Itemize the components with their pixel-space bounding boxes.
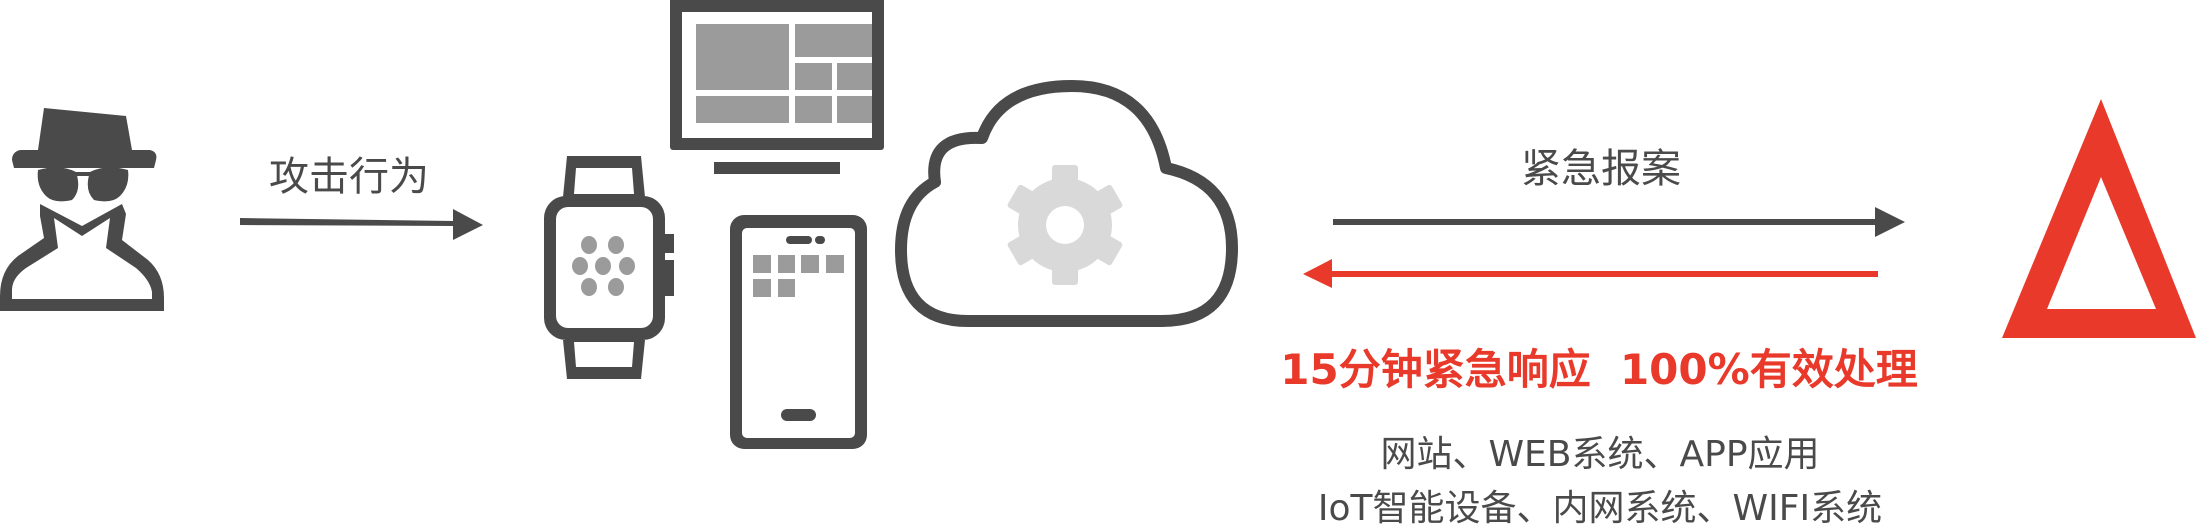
scope-line-2: IoT智能设备、内网系统、WIFI系统 [1318, 488, 1882, 528]
gear-icon [1007, 165, 1123, 285]
watch-app-dots [572, 236, 635, 296]
attack-arrow [240, 209, 483, 240]
hacker-icon [0, 108, 164, 311]
smartphone-icon [730, 215, 867, 449]
smartwatch-icon [544, 156, 674, 379]
scope-line-1: 网站、WEB系统、APP应用 [1380, 434, 1819, 475]
attack-label: 攻击行为 [269, 154, 429, 200]
phone-home-button [781, 409, 816, 421]
monitor-stand [714, 162, 840, 174]
monitor-icon [670, 0, 884, 174]
response-commitment-text: 15分钟紧急响应 100%有效处理 [1280, 345, 1917, 394]
response-arrow [1303, 259, 1878, 288]
cloud-gear-icon [895, 80, 1238, 327]
alert-triangle-logo-icon [2002, 99, 2196, 338]
report-arrow [1333, 207, 1905, 237]
emergency-report-label: 紧急报案 [1521, 146, 1681, 192]
